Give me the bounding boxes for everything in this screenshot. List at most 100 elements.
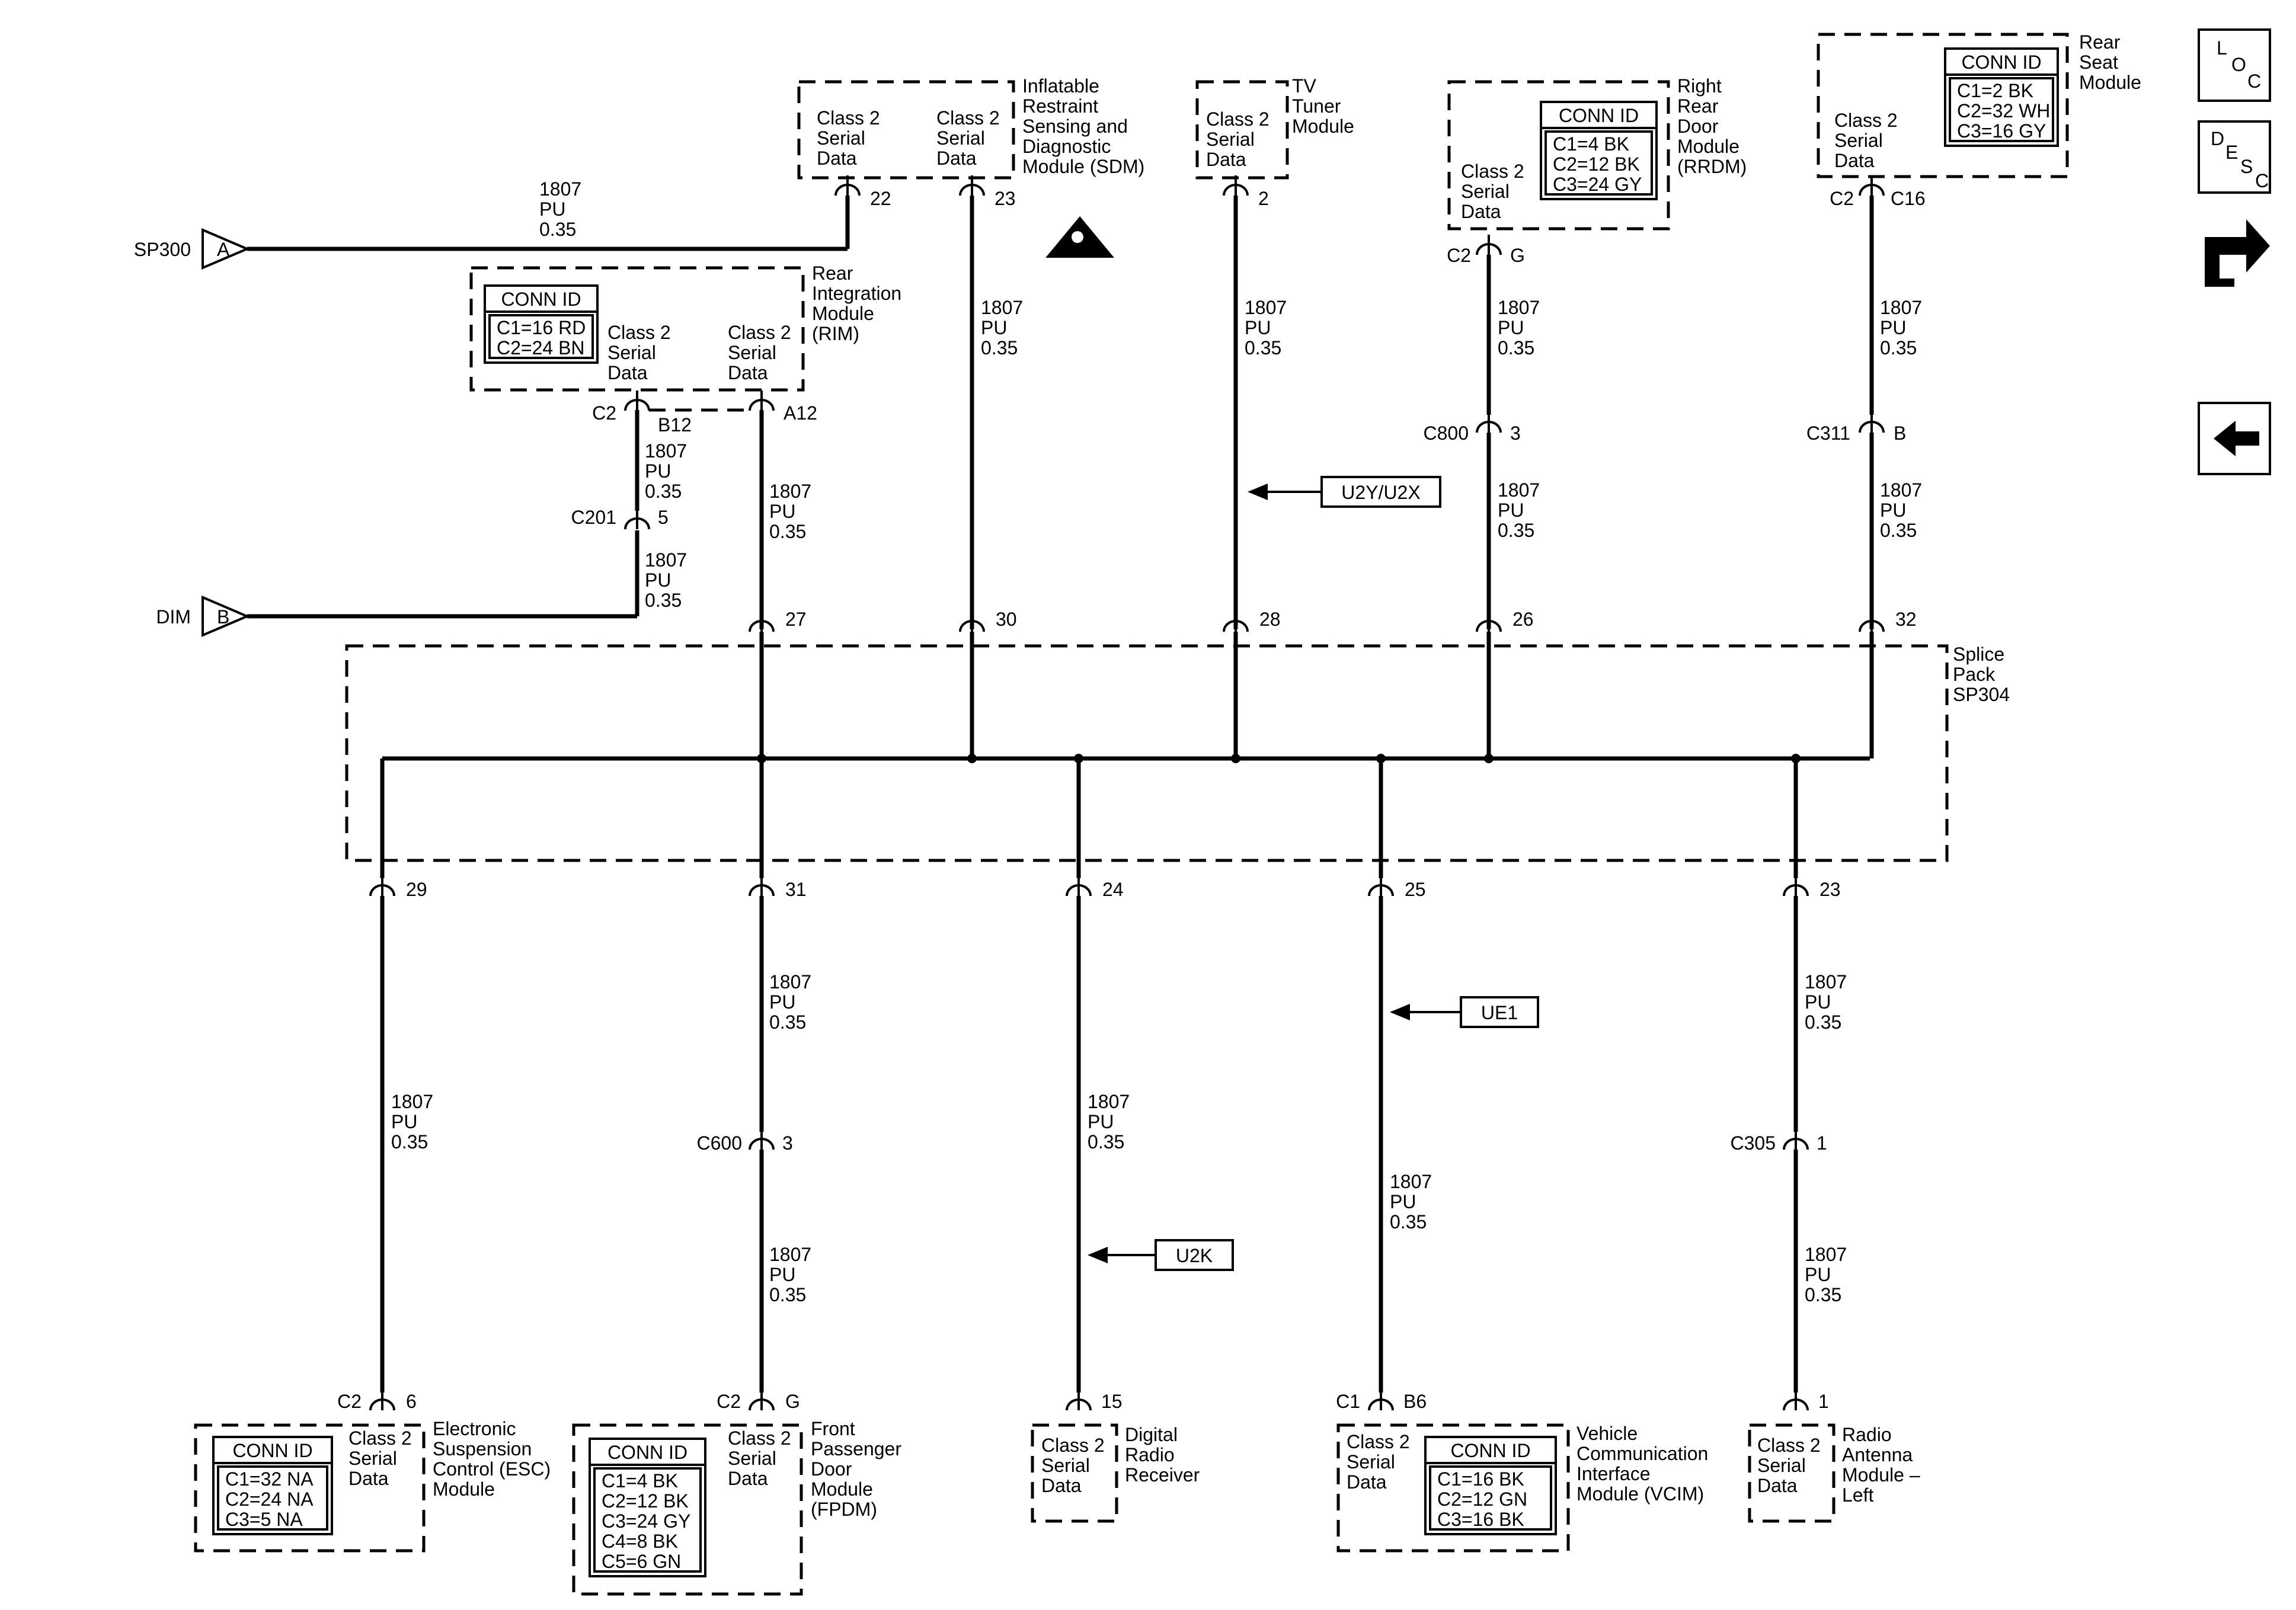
option-ue1-arrowhead	[1390, 1004, 1410, 1020]
desc-icon-letter: S	[2240, 156, 2253, 177]
fpdm-conn-id-row: C3=24 GY	[602, 1510, 690, 1532]
fpdm-module-box	[572, 1423, 803, 1596]
fpdm-pin-label: G	[785, 1391, 800, 1412]
vcim-conn-id-row: C3=16 BK	[1437, 1509, 1524, 1530]
c800-label: C800	[1424, 422, 1469, 444]
wire-label: 0.35	[1805, 1012, 1841, 1033]
rim-name: Rear	[812, 263, 853, 284]
fpdm-conn-id-row: C1=4 BK	[602, 1470, 678, 1491]
wire-label: 1807	[1088, 1091, 1130, 1112]
vcim-conn-label: C1	[1336, 1391, 1360, 1412]
wire-label: 1807	[769, 1244, 811, 1265]
vcim-module-box	[1336, 1423, 1570, 1553]
rsm-conn-id-title: CONN ID	[1961, 52, 2041, 73]
rsm-pin-label: C16	[1891, 188, 1926, 209]
esc-conn-id-inner	[217, 1465, 328, 1531]
wire-label: 1807	[645, 549, 687, 571]
input-b-triangle-letter: B	[217, 606, 229, 628]
back-arrow-icon[interactable]	[2198, 402, 2271, 475]
ram-class2-label: Class 2	[1757, 1435, 1821, 1456]
ram-name: Module –	[1842, 1464, 1920, 1486]
sdm-pin-22-label: 22	[870, 188, 891, 209]
option-u2y-u2x-arrowhead	[1248, 484, 1268, 500]
vcim-conn-id-inner	[1429, 1465, 1552, 1531]
wire-label: 0.35	[645, 590, 682, 611]
sdm-pin-23-label: 23	[994, 188, 1016, 209]
rrdm-name: Rear	[1677, 95, 1719, 117]
wire-label: 0.35	[1498, 337, 1534, 359]
wire-label: 0.35	[1805, 1284, 1841, 1305]
ram-class2-label: Serial	[1757, 1455, 1806, 1476]
rrdm-class2-label: Data	[1461, 201, 1501, 222]
wire-label: PU	[769, 1264, 795, 1285]
loc-icon-letter: C	[2247, 71, 2261, 92]
wire-label: PU	[981, 317, 1007, 338]
input-a-triangle	[202, 228, 251, 270]
tv-name: Module	[1292, 116, 1354, 137]
c311-label: C311	[1806, 422, 1850, 444]
wire-label: 1807	[645, 440, 687, 462]
desc-icon-letter: D	[2211, 128, 2224, 149]
esc-class2-label: Serial	[348, 1448, 397, 1469]
wire-label: PU	[769, 991, 795, 1013]
wire-label: PU	[645, 460, 671, 482]
rim-conn-id	[484, 284, 599, 364]
connector-icon[interactable]	[2205, 219, 2270, 287]
wire-label: PU	[539, 199, 565, 220]
rim-pin-a12-label: A12	[784, 402, 817, 424]
esc-conn-id-title: CONN ID	[232, 1440, 312, 1461]
rrdm-conn-id-inner	[1544, 130, 1653, 196]
airbag-warning-icon-detail	[1072, 231, 1083, 243]
option-u2y-u2x-box	[1320, 476, 1441, 508]
c600-pin-label: 3	[782, 1132, 793, 1154]
splice-pack-label: SP304	[1953, 684, 2010, 705]
vcim-conn-id-row: C2=12 GN	[1437, 1489, 1527, 1510]
tv-class2-label: Class 2	[1206, 108, 1269, 130]
fpdm-conn-id-row: C5=6 GN	[602, 1551, 681, 1572]
loc-icon-letter: L	[2217, 37, 2227, 59]
vcim-name: Module (VCIM)	[1576, 1483, 1704, 1505]
drr-class2-label: Serial	[1041, 1455, 1090, 1476]
vcim-class2-label: Data	[1347, 1471, 1387, 1493]
input-dim-label: DIM	[156, 606, 191, 628]
ram-module-box	[1748, 1423, 1835, 1523]
drr-name: Radio	[1125, 1444, 1175, 1465]
splice-top-pin-label: 28	[1259, 609, 1281, 630]
rsm-module-box	[1817, 33, 2069, 178]
fpdm-conn-label: C2	[717, 1391, 741, 1412]
vcim-name: Interface	[1576, 1463, 1651, 1484]
vcim-pin-label: B6	[1403, 1391, 1427, 1412]
vcim-class2-label: Class 2	[1347, 1431, 1410, 1452]
c600-label: C600	[697, 1132, 743, 1154]
esc-name: Control (ESC)	[433, 1458, 551, 1480]
splice-pack-sp304	[345, 644, 1949, 862]
esc-module-box	[194, 1423, 426, 1553]
input-sp300-label: SP300	[134, 239, 191, 260]
esc-name: Suspension	[433, 1438, 532, 1459]
sdm-name: Diagnostic	[1022, 136, 1111, 157]
wire-label: 0.35	[1088, 1131, 1124, 1153]
fpdm-conn-id-row: C4=8 BK	[602, 1531, 678, 1552]
fpdm-conn-id-title: CONN ID	[607, 1442, 687, 1463]
loc-icon[interactable]: LOC	[2198, 28, 2271, 102]
wire-label: PU	[391, 1111, 417, 1132]
rrdm-name: Module	[1677, 136, 1739, 157]
wire-label: 1807	[391, 1091, 433, 1112]
rim-class2-label-2: Data	[728, 362, 768, 383]
rsm-name: Seat	[2079, 52, 2118, 73]
tv-name: Tuner	[1292, 95, 1341, 117]
splice-bottom-pin-label: 23	[1819, 879, 1841, 900]
sdm-class2-label-1: Data	[817, 148, 857, 169]
splice-top-pin-label: 32	[1895, 609, 1917, 630]
esc-name: Electronic	[433, 1418, 516, 1439]
splice-bottom-pin-label: 31	[785, 879, 807, 900]
rsm-conn-id-row: C1=2 BK	[1957, 80, 2033, 101]
wire-label: PU	[1880, 317, 1906, 338]
wire-label: PU	[769, 501, 795, 522]
drr-name: Digital	[1125, 1424, 1178, 1445]
esc-conn-label: C2	[337, 1391, 362, 1412]
sdm-name: Sensing and	[1022, 116, 1128, 137]
option-u2k-box	[1155, 1239, 1234, 1271]
